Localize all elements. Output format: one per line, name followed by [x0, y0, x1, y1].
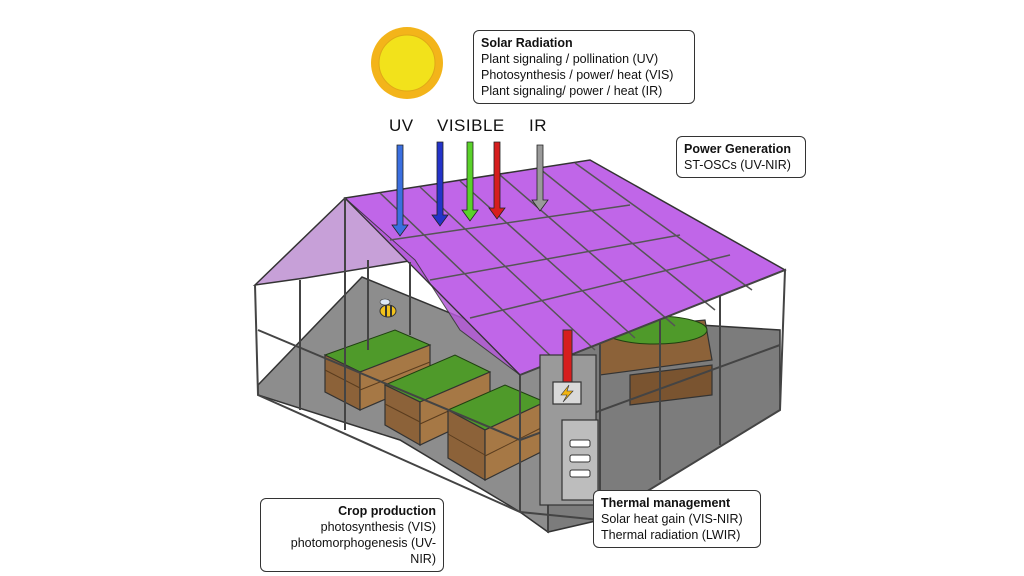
visible-label: VISIBLE [437, 116, 505, 135]
thermal-management-line: Solar heat gain (VIS-NIR) [601, 512, 743, 526]
violet-arrow [431, 141, 449, 227]
red-arrow [488, 141, 506, 220]
thermal-management-box: Thermal management Solar heat gain (VIS-… [593, 490, 761, 548]
bee-icon [379, 298, 397, 318]
crop-production-title: Crop production [338, 504, 436, 518]
solar-radiation-line: Plant signaling / pollination (UV) [481, 52, 659, 66]
solar-radiation-box: Solar Radiation Plant signaling / pollin… [473, 30, 695, 104]
thermal-management-line: Thermal radiation (LWIR) [601, 528, 741, 542]
power-cable [562, 329, 573, 386]
sun-icon [371, 27, 443, 99]
uv-label: UV [389, 116, 414, 135]
power-generation-title: Power Generation [684, 142, 791, 156]
crop-production-box: Crop production photosynthesis (VIS) pho… [260, 498, 444, 572]
solar-radiation-title: Solar Radiation [481, 36, 573, 50]
uv-arrow [391, 144, 409, 237]
green-arrow [461, 141, 479, 222]
ir-arrow [531, 144, 549, 212]
power-generation-box: Power Generation ST-OSCs (UV-NIR) [676, 136, 806, 178]
solar-radiation-line: Plant signaling/ power / heat (IR) [481, 84, 663, 98]
lightning-icon [552, 381, 582, 405]
thermal-management-title: Thermal management [601, 496, 731, 510]
ir-label: IR [529, 116, 547, 135]
solar-radiation-line: Photosynthesis / power/ heat (VIS) [481, 68, 674, 82]
crop-production-line: photosynthesis (VIS) [320, 520, 436, 534]
wall-frame [254, 198, 787, 532]
electrical-cabinet-icon [561, 419, 599, 501]
radiation-arrows [391, 141, 549, 237]
roof-frame [379, 162, 753, 361]
crop-production-line: photomorphogenesis (UV-NIR) [290, 536, 436, 566]
power-generation-line: ST-OSCs (UV-NIR) [684, 158, 791, 172]
